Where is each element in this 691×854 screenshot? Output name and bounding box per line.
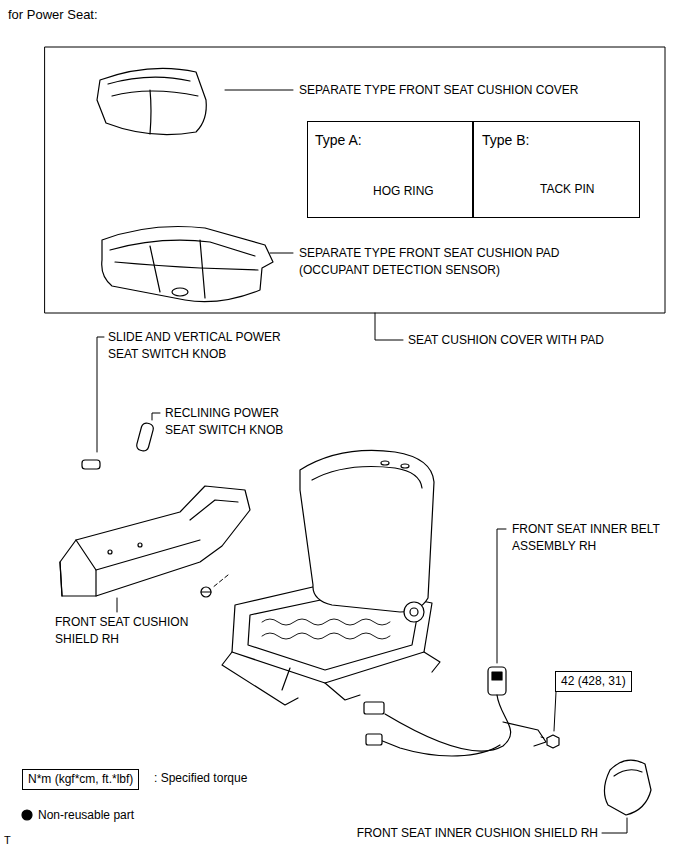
leader-line bbox=[497, 529, 506, 663]
leader-line bbox=[270, 253, 293, 254]
type-cell: Type A: HOG RING bbox=[307, 121, 473, 218]
torque-box: N*m (kgf*cm, ft.*lbf) bbox=[22, 769, 139, 790]
torque-value: 42 (428, 31) bbox=[561, 673, 626, 690]
label-wrap: SEAT CUSHION COVER WITH PAD bbox=[408, 332, 604, 349]
legend-text: Non-reusable part bbox=[38, 807, 134, 824]
leader-line bbox=[554, 692, 556, 731]
nut-drawing bbox=[547, 735, 559, 748]
type-cell: Type B: TACK PIN bbox=[473, 121, 640, 218]
legend-text: : Specified torque bbox=[154, 770, 247, 787]
label-wrap: FRONT SEAT CUSHION SHIELD RH bbox=[55, 614, 225, 648]
torque-box: 42 (428, 31) bbox=[555, 671, 632, 692]
group-frame bbox=[45, 47, 665, 313]
belt-assembly-drawing bbox=[364, 667, 546, 756]
screw-drawing bbox=[201, 587, 211, 597]
label-wrap: FRONT SEAT INNER BELT ASSEMBLY RH bbox=[512, 521, 667, 555]
part-label: FRONT SEAT INNER CUSHION SHIELD RH bbox=[357, 825, 598, 842]
type-heading: Type A: bbox=[315, 132, 362, 149]
cushion-shield-drawing bbox=[60, 486, 250, 596]
inner-shield-drawing bbox=[604, 760, 651, 815]
torque-value: N*m (kgf*cm, ft.*lbf) bbox=[28, 771, 133, 788]
leader-line bbox=[117, 598, 118, 612]
label-wrap: RECLINING POWER SEAT SWITCH KNOB bbox=[165, 405, 310, 439]
label-wrap: FRONT SEAT INNER CUSHION SHIELD RH bbox=[357, 825, 598, 842]
part-label: SLIDE AND VERTICAL POWER SEAT SWITCH KNO… bbox=[108, 329, 308, 363]
leader-line bbox=[375, 313, 403, 340]
cushion-pad-drawing bbox=[102, 227, 273, 302]
part-label: SEPARATE TYPE FRONT SEAT CUSHION PAD (OC… bbox=[299, 245, 619, 279]
legend-item: Non-reusable part bbox=[38, 807, 134, 824]
non-reusable-symbol bbox=[22, 810, 32, 820]
part-label: FRONT SEAT INNER BELT ASSEMBLY RH bbox=[512, 521, 667, 555]
fastener-name: TACK PIN bbox=[540, 181, 594, 198]
seat-drawing bbox=[222, 450, 440, 705]
leader-line bbox=[602, 818, 627, 833]
label-wrap: T bbox=[4, 832, 11, 849]
label-wrap: SEPARATE TYPE FRONT SEAT CUSHION COVER bbox=[299, 82, 578, 99]
part-label: SEAT CUSHION COVER WITH PAD bbox=[408, 332, 604, 349]
dashed-line bbox=[212, 575, 228, 588]
leader-line bbox=[97, 337, 104, 452]
part-label: T bbox=[4, 832, 11, 849]
slide-knob-drawing bbox=[82, 460, 100, 469]
label-wrap: SLIDE AND VERTICAL POWER SEAT SWITCH KNO… bbox=[108, 329, 308, 363]
legend-item: : Specified torque bbox=[154, 770, 247, 787]
label-wrap: SEPARATE TYPE FRONT SEAT CUSHION PAD (OC… bbox=[299, 245, 619, 279]
diagram-title: for Power Seat: bbox=[8, 6, 98, 23]
recline-knob-drawing bbox=[136, 422, 155, 452]
title-wrap: for Power Seat: bbox=[8, 6, 98, 23]
fastener-name: HOG RING bbox=[373, 183, 434, 200]
part-label: FRONT SEAT CUSHION SHIELD RH bbox=[55, 614, 225, 648]
leader-line bbox=[152, 413, 160, 420]
leader-line bbox=[225, 90, 293, 91]
part-label: RECLINING POWER SEAT SWITCH KNOB bbox=[165, 405, 310, 439]
type-heading: Type B: bbox=[482, 132, 529, 149]
cushion-cover-drawing bbox=[97, 68, 206, 134]
part-label: SEPARATE TYPE FRONT SEAT CUSHION COVER bbox=[299, 82, 578, 99]
